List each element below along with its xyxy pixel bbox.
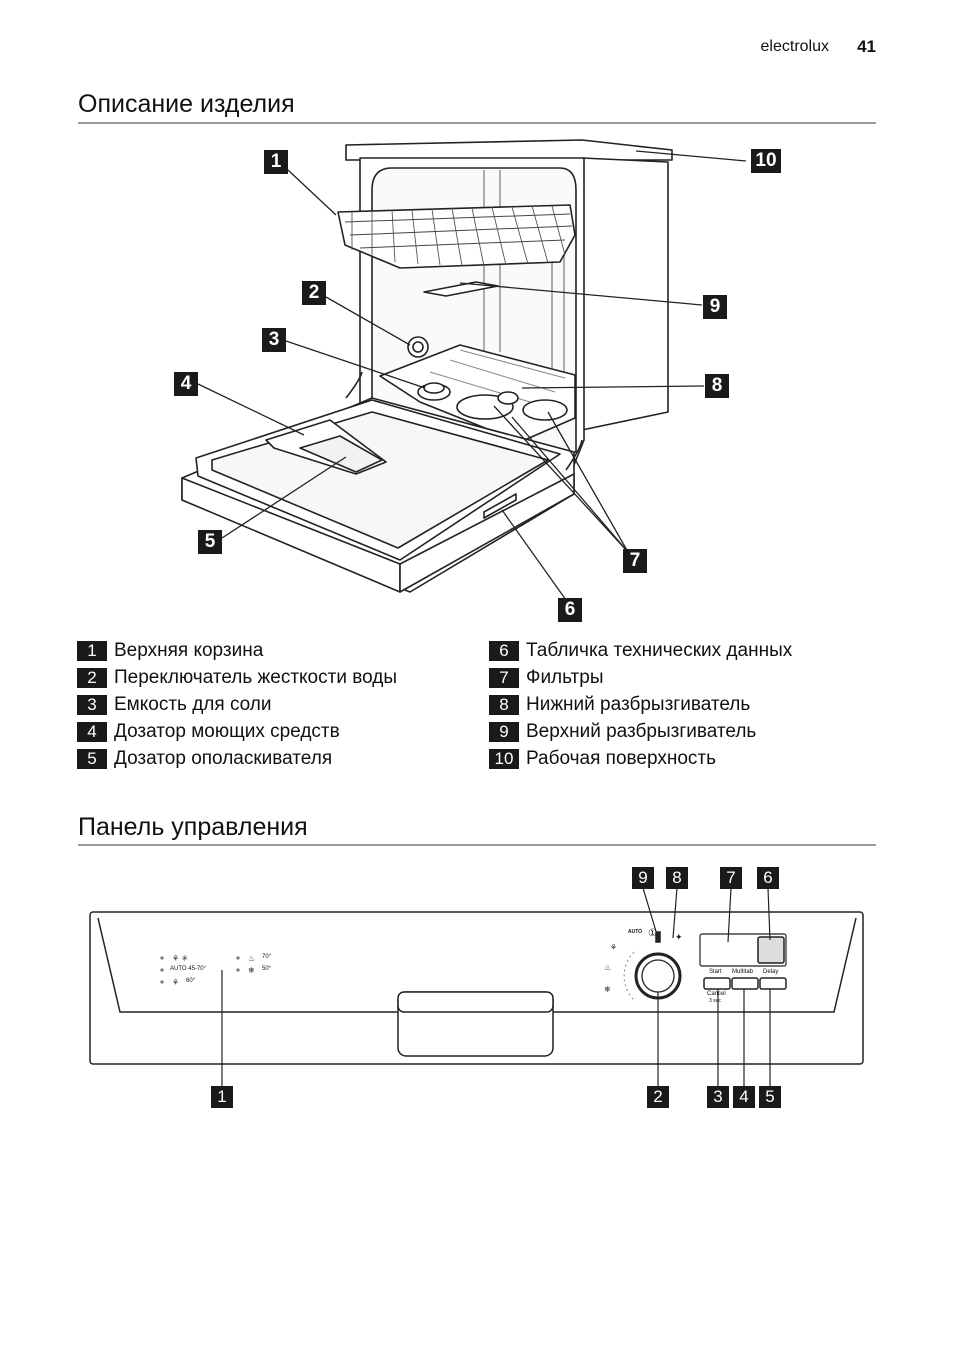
svg-text:♨: ♨ xyxy=(248,954,255,963)
svg-text:❄: ❄ xyxy=(248,966,255,975)
delay-button-label: Delay xyxy=(763,969,779,975)
program-auto-label: AUTO 45-70° xyxy=(170,966,206,972)
section-rule xyxy=(78,844,876,846)
legend-label: Дозатор ополаскивателя xyxy=(114,748,333,769)
callout-5: 5 xyxy=(198,530,222,554)
legend-num: 2 xyxy=(77,668,107,688)
callout-7: 7 xyxy=(623,549,647,573)
legend-label: Верхняя корзина xyxy=(114,640,264,661)
callout-10: 10 xyxy=(751,149,781,173)
legend-item: 7 Фильтры xyxy=(489,667,603,689)
callout-6: 6 xyxy=(558,598,582,622)
panel-callout-8: 8 xyxy=(666,867,688,889)
dishwasher-illustration xyxy=(181,139,747,601)
legend-label: Переключатель жесткости воды xyxy=(114,667,397,688)
cancel-label: Cancel xyxy=(707,991,726,997)
legend-item: 8 Нижний разбрызгиватель xyxy=(489,694,750,716)
legend-item: 9 Верхний разбрызгиватель xyxy=(489,721,756,743)
legend-num: 10 xyxy=(489,749,519,769)
panel-callout-9: 9 xyxy=(632,867,654,889)
panel-callout-7: 7 xyxy=(720,867,742,889)
program-50-label: 50° xyxy=(262,966,272,972)
svg-text:⚘: ⚘ xyxy=(172,978,179,987)
legend-num: 6 xyxy=(489,641,519,661)
legend-item: 5 Дозатор ополаскивателя xyxy=(77,748,332,770)
svg-text:✓: ✓ xyxy=(726,940,734,950)
legend-num: 4 xyxy=(77,722,107,742)
legend-num: 9 xyxy=(489,722,519,742)
multitab-button-label: Multitab xyxy=(732,969,754,975)
svg-text:◷: ◷ xyxy=(736,952,744,962)
legend-num: 3 xyxy=(77,695,107,715)
legend-label: Фильтры xyxy=(526,667,604,688)
panel-callout-3: 3 xyxy=(707,1086,729,1108)
brand-name: electrolux xyxy=(760,38,829,55)
panel-callout-1: 1 xyxy=(211,1086,233,1108)
callout-3: 3 xyxy=(262,328,286,352)
program-60-label: 60° xyxy=(186,978,196,984)
legend-item: 6 Табличка технических данных xyxy=(489,640,792,662)
callout-1: 1 xyxy=(264,150,288,174)
legend-label: Рабочая поверхность xyxy=(526,748,716,769)
legend-item: 10 Рабочая поверхность xyxy=(489,748,716,770)
legend-label: Емкость для соли xyxy=(114,694,272,715)
section-title-description: Описание изделия xyxy=(78,90,295,118)
section-title-control-panel: Панель управления xyxy=(78,813,308,841)
control-panel-illustration: ✓ ✓ ≋ ◷ ① ✦ ⚘ ♨ ❄ ⚘ ✳ ♨ ⚘ ❄ xyxy=(89,887,864,1086)
page-number: 41 xyxy=(857,37,876,56)
svg-text:✓: ✓ xyxy=(712,940,720,950)
legend-item: 3 Емкость для соли xyxy=(77,694,272,716)
legend-num: 5 xyxy=(77,749,107,769)
callout-8: 8 xyxy=(705,374,729,398)
section-rule xyxy=(78,122,876,124)
legend-item: 4 Дозатор моющих средств xyxy=(77,721,340,743)
svg-text:♨: ♨ xyxy=(604,963,611,972)
svg-text:≋: ≋ xyxy=(712,952,720,962)
cancel-sub-label: 3 sec xyxy=(709,998,721,1004)
callout-2: 2 xyxy=(302,281,326,305)
legend-item: 2 Переключатель жесткости воды xyxy=(77,667,397,689)
panel-callout-4: 4 xyxy=(733,1086,755,1108)
legend-num: 7 xyxy=(489,668,519,688)
panel-callout-6: 6 xyxy=(757,867,779,889)
svg-text:⚘: ⚘ xyxy=(610,943,617,952)
legend-item: 1 Верхняя корзина xyxy=(77,640,263,662)
legend-label: Нижний разбрызгиватель xyxy=(526,694,751,715)
program-70-label: 70° xyxy=(262,954,272,960)
panel-callout-5: 5 xyxy=(759,1086,781,1108)
start-button-label: Start xyxy=(709,969,722,975)
svg-text:❄: ❄ xyxy=(604,985,611,994)
auto-label: AUTO xyxy=(628,929,643,935)
callout-4: 4 xyxy=(174,372,198,396)
callout-9: 9 xyxy=(703,295,727,319)
legend-label: Верхний разбрызгиватель xyxy=(526,721,757,742)
svg-text:✦: ✦ xyxy=(675,932,683,942)
svg-text:①: ① xyxy=(648,928,657,939)
svg-text:⚘ ✳: ⚘ ✳ xyxy=(172,954,188,963)
panel-callout-2: 2 xyxy=(647,1086,669,1108)
legend-num: 8 xyxy=(489,695,519,715)
legend-label: Табличка технических данных xyxy=(526,640,793,661)
legend-label: Дозатор моющих средств xyxy=(114,721,340,742)
legend-num: 1 xyxy=(77,641,107,661)
